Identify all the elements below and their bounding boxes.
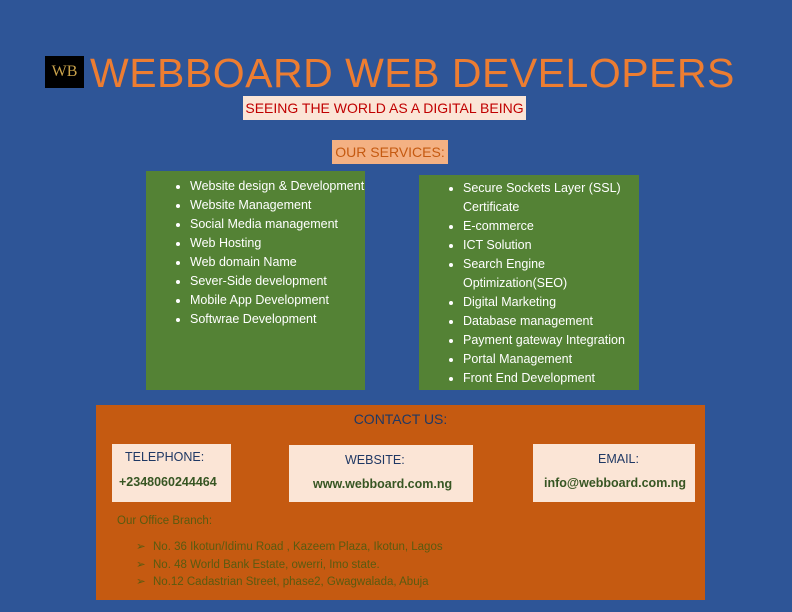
list-item: Database management (463, 312, 639, 331)
arrow-bullet-icon: ➢ (136, 558, 146, 571)
list-item: Website design & Development (190, 177, 365, 196)
branch-heading: Our Office Branch: (117, 515, 213, 527)
branch-list: ➢ No. 36 Ikotun/Idimu Road , Kazeem Plaza… (136, 539, 443, 592)
contact-section: CONTACT US: TELEPHONE: +2348060244464 WE… (96, 405, 705, 600)
services-right-box: Secure Sockets Layer (SSL) Certificate E… (419, 175, 639, 390)
list-item: E-commerce (463, 217, 639, 236)
list-item: Portal Management (463, 350, 639, 369)
page-title: WEBBOARD WEB DEVELOPERS (90, 50, 735, 96)
telephone-value: +2348060244464 (119, 475, 217, 489)
website-label: WEBSITE: (345, 453, 405, 467)
list-item: Softwrae Development (190, 310, 365, 329)
arrow-bullet-icon: ➢ (136, 576, 146, 588)
branch-address: No.12 Cadastrian Street, phase2, Gwagwal… (153, 576, 429, 588)
branch-address: No. 36 Ikotun/Idimu Road , Kazeem Plaza,… (153, 541, 443, 553)
list-item: ICT Solution (463, 236, 639, 255)
list-item: ➢ No. 36 Ikotun/Idimu Road , Kazeem Plaza… (136, 539, 443, 557)
list-item: Social Media management (190, 215, 365, 234)
tagline: SEEING THE WORLD AS A DIGITAL BEING (243, 96, 526, 120)
list-item: Sever-Side development (190, 272, 365, 291)
logo-text: WB (51, 63, 78, 80)
list-item: Search Engine Optimization(SEO) (463, 255, 639, 293)
list-item: Secure Sockets Layer (SSL) Certificate (463, 179, 639, 217)
list-item: Mobile App Development (190, 291, 365, 310)
website-card: WEBSITE: www.webboard.com.ng (289, 445, 473, 502)
branch-address: No. 48 World Bank Estate, owerri, Imo st… (153, 558, 380, 571)
email-label: EMAIL: (598, 452, 639, 466)
telephone-card: TELEPHONE: +2348060244464 (112, 444, 231, 502)
list-item: ➢ No. 48 World Bank Estate, owerri, Imo s… (136, 557, 443, 575)
services-heading: OUR SERVICES: (332, 140, 448, 164)
list-item: ➢ No.12 Cadastrian Street, phase2, Gwagwa… (136, 574, 443, 592)
list-item: Payment gateway Integration (463, 331, 639, 350)
list-item: Front End Development (463, 369, 639, 388)
list-item: Web domain Name (190, 253, 365, 272)
list-item: Website Management (190, 196, 365, 215)
arrow-bullet-icon: ➢ (136, 541, 146, 553)
email-link[interactable]: info@webboard.com.ng (544, 476, 687, 490)
contact-heading: CONTACT US: (353, 411, 448, 427)
list-item: Digital Marketing (463, 293, 639, 312)
logo: WB (45, 56, 84, 88)
list-item: Web Hosting (190, 234, 365, 253)
services-left-box: Website design & Development Website Man… (146, 171, 365, 390)
telephone-label: TELEPHONE: (125, 450, 205, 464)
website-link[interactable]: www.webboard.com.ng (313, 477, 453, 491)
email-card: EMAIL: info@webboard.com.ng (533, 444, 695, 502)
